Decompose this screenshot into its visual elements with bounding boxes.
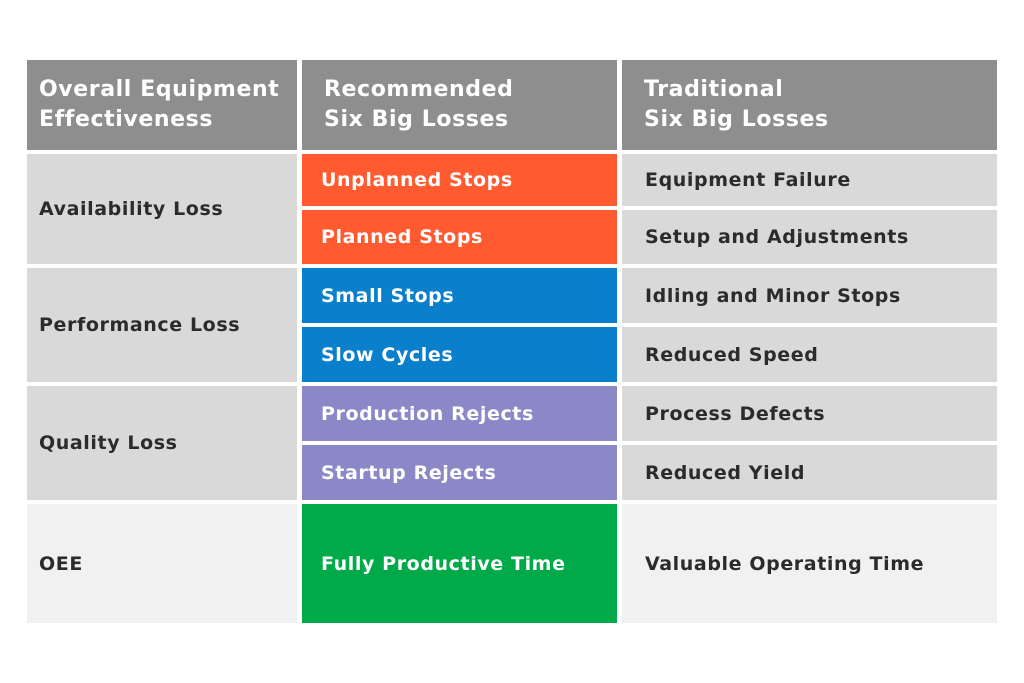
traditional-process-defects: Process Defects <box>622 386 997 441</box>
header-traditional-line1: Traditional <box>644 77 784 102</box>
traditional-valuable-operating-time: Valuable Operating Time <box>622 504 997 623</box>
recommended-planned-stops: Planned Stops <box>302 210 617 264</box>
category-performance-loss: Performance Loss <box>27 268 297 382</box>
category-quality-loss: Quality Loss <box>27 386 297 500</box>
header-traditional: Traditional Six Big Losses <box>622 60 997 150</box>
recommended-fully-productive-time: Fully Productive Time <box>302 504 617 623</box>
recommended-unplanned-stops: Unplanned Stops <box>302 154 617 206</box>
recommended-slow-cycles: Slow Cycles <box>302 327 617 382</box>
traditional-reduced-yield: Reduced Yield <box>622 445 997 500</box>
header-recommended-line2: Six Big Losses <box>324 107 509 132</box>
header-recommended: Recommended Six Big Losses <box>302 60 617 150</box>
header-oee-line1: Overall Equipment <box>39 77 280 102</box>
header-oee: Overall Equipment Effectiveness <box>27 60 297 150</box>
category-availability-loss: Availability Loss <box>27 154 297 264</box>
traditional-reduced-speed: Reduced Speed <box>622 327 997 382</box>
recommended-startup-rejects: Startup Rejects <box>302 445 617 500</box>
recommended-small-stops: Small Stops <box>302 268 617 323</box>
traditional-setup-adjustments: Setup and Adjustments <box>622 210 997 264</box>
traditional-idling-minor-stops: Idling and Minor Stops <box>622 268 997 323</box>
traditional-equipment-failure: Equipment Failure <box>622 154 997 206</box>
recommended-production-rejects: Production Rejects <box>302 386 617 441</box>
header-recommended-line1: Recommended <box>324 77 514 102</box>
header-oee-line2: Effectiveness <box>39 107 214 132</box>
header-traditional-line2: Six Big Losses <box>644 107 829 132</box>
category-oee: OEE <box>27 504 297 623</box>
